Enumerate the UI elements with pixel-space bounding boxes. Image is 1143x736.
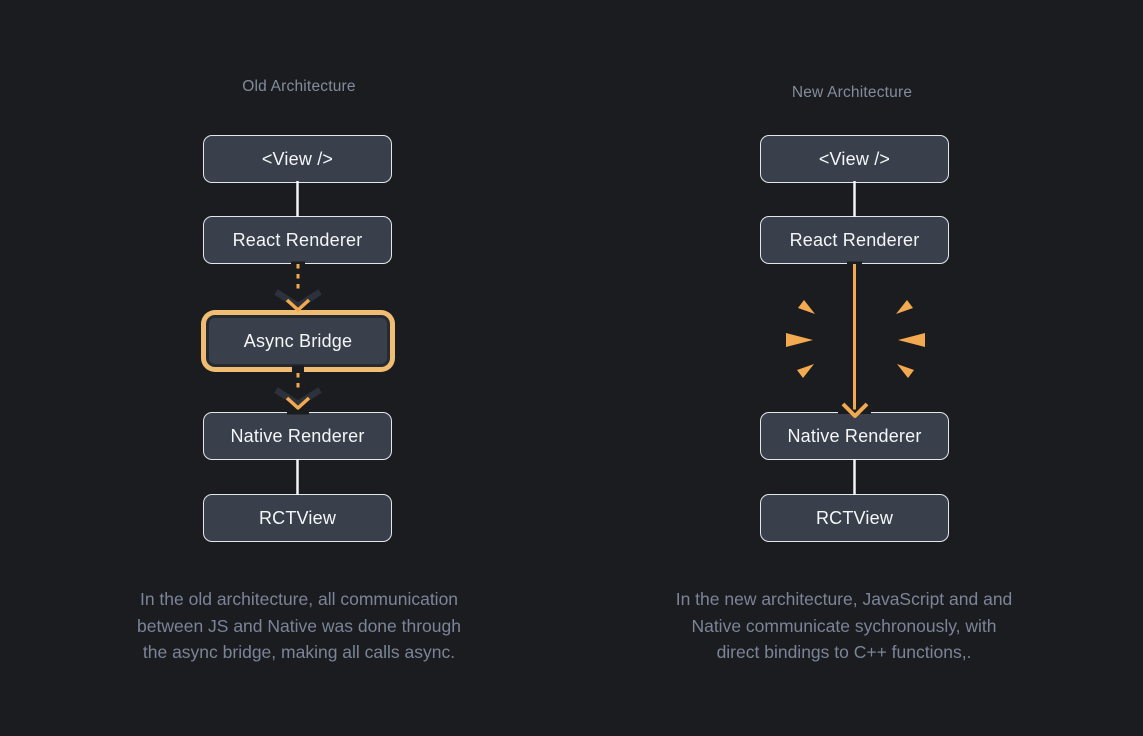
node-rctview-old-label: RCTView — [258, 507, 337, 528]
node-native-renderer-new: Native Renderer — [760, 412, 949, 460]
node-react-renderer-old: React Renderer — [203, 216, 392, 264]
spark-burst-right — [896, 300, 925, 378]
caption-line: the async bridge, making all calls async… — [142, 642, 456, 662]
node-view-old: <View /> — [203, 135, 392, 183]
spark-burst-left — [786, 300, 815, 378]
node-view-new-label: <View /> — [818, 148, 891, 169]
node-view-old-label: <View /> — [261, 148, 334, 169]
old-bridge-to-native-dashed-arrow — [274, 365, 322, 415]
new-architecture-title: New Architecture — [791, 84, 913, 101]
caption-line: between JS and Native was done through — [137, 615, 461, 636]
new-react-to-native-sync-arrow — [838, 261, 871, 418]
old-architecture-caption: In the old architecture, all communicati… — [69, 586, 529, 666]
node-native-renderer-old-label: Native Renderer — [230, 425, 365, 446]
node-rctview-new-label: RCTView — [815, 507, 894, 528]
node-react-renderer-old-label: React Renderer — [232, 229, 363, 250]
node-async-bridge-highlight: Async Bridge — [201, 310, 395, 372]
node-react-renderer-new-label: React Renderer — [789, 229, 920, 250]
node-async-bridge-label: Async Bridge — [243, 330, 353, 351]
node-async-bridge: Async Bridge — [206, 315, 390, 367]
node-rctview-new: RCTView — [760, 494, 949, 542]
caption-line: Native communicate sychronously, with — [691, 615, 997, 636]
caption-line: In the new architecture, JavaScript and … — [675, 589, 1013, 609]
node-native-renderer-old: Native Renderer — [203, 412, 392, 460]
caption-line: In the old architecture, all communicati… — [139, 589, 459, 609]
node-view-new: <View /> — [760, 135, 949, 183]
node-rctview-old: RCTView — [203, 494, 392, 542]
node-react-renderer-new: React Renderer — [760, 216, 949, 264]
new-architecture-caption: In the new architecture, JavaScript and … — [614, 586, 1074, 666]
old-architecture-title: Old Architecture — [242, 78, 356, 95]
caption-line: direct bindings to C++ functions,. — [716, 642, 972, 662]
node-native-renderer-new-label: Native Renderer — [787, 425, 922, 446]
old-react-to-bridge-dashed-arrow — [274, 261, 322, 312]
